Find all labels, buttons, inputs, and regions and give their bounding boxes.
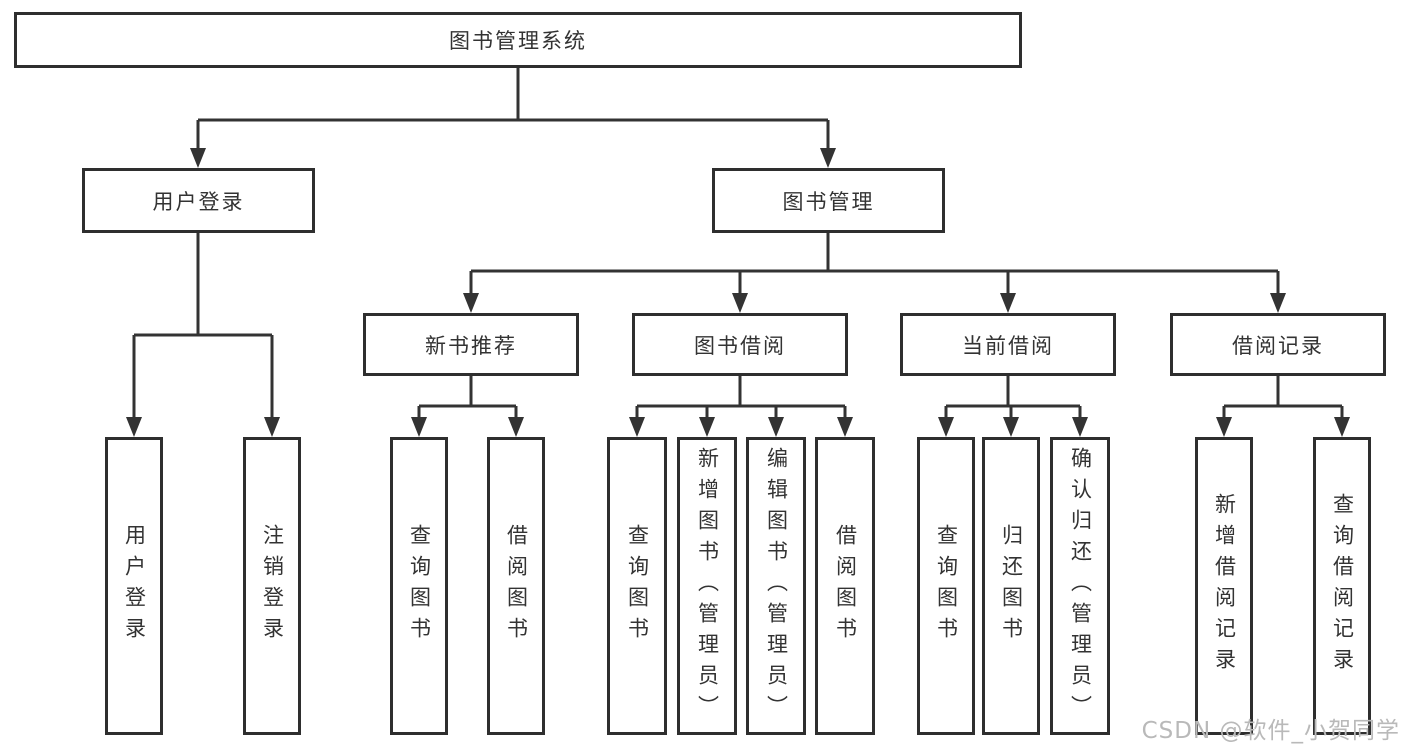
node-label: 注销登录 <box>260 524 285 648</box>
node-user-login-branch: 用户登录 <box>82 168 315 233</box>
node-label: 查询图书 <box>625 524 650 648</box>
node-leaf-query-books-borrow: 查询图书 <box>607 437 667 735</box>
node-label: 新书推荐 <box>425 333 517 358</box>
node-leaf-confirm-return-admin: 确认归还（管理员） <box>1050 437 1110 735</box>
node-leaf-logout: 注销登录 <box>243 437 301 735</box>
node-label: 查询借阅记录 <box>1330 493 1355 679</box>
node-leaf-query-books-recommend: 查询图书 <box>390 437 448 735</box>
node-label: 确认归还（管理员） <box>1068 446 1093 726</box>
node-leaf-borrow-books-recommend: 借阅图书 <box>487 437 545 735</box>
node-label: 借阅图书 <box>833 524 858 648</box>
node-label: 查询图书 <box>934 524 959 648</box>
node-leaf-return-books: 归还图书 <box>982 437 1040 735</box>
node-label: 借阅记录 <box>1232 333 1324 358</box>
node-label: 图书管理 <box>782 189 875 214</box>
node-book-management: 图书管理 <box>712 168 945 233</box>
node-label: 当前借阅 <box>962 333 1054 358</box>
node-book-borrow: 图书借阅 <box>632 313 848 376</box>
node-leaf-query-books-current: 查询图书 <box>917 437 975 735</box>
node-new-book-recommend: 新书推荐 <box>363 313 579 376</box>
node-label: 新增图书（管理员） <box>695 446 720 726</box>
node-label: 图书管理系统 <box>449 29 587 53</box>
node-leaf-user-login: 用户登录 <box>105 437 163 735</box>
node-root: 图书管理系统 <box>14 12 1022 68</box>
node-leaf-add-books-admin: 新增图书（管理员） <box>677 437 737 735</box>
node-label: 编辑图书（管理员） <box>764 446 789 726</box>
node-label: 用户登录 <box>122 524 147 648</box>
node-leaf-borrow-books: 借阅图书 <box>815 437 875 735</box>
node-borrow-records: 借阅记录 <box>1170 313 1386 376</box>
node-label: 新增借阅记录 <box>1212 493 1237 679</box>
node-leaf-query-borrow-record: 查询借阅记录 <box>1313 437 1371 735</box>
node-label: 归还图书 <box>999 524 1024 648</box>
watermark: CSDN @软件_小贺同学 <box>1141 718 1400 744</box>
node-leaf-add-borrow-record: 新增借阅记录 <box>1195 437 1253 735</box>
node-label: 借阅图书 <box>504 524 529 648</box>
node-label: 图书借阅 <box>694 333 786 358</box>
node-leaf-edit-books-admin: 编辑图书（管理员） <box>746 437 806 735</box>
node-label: 用户登录 <box>152 189 245 214</box>
node-current-borrow: 当前借阅 <box>900 313 1116 376</box>
node-label: 查询图书 <box>407 524 432 648</box>
